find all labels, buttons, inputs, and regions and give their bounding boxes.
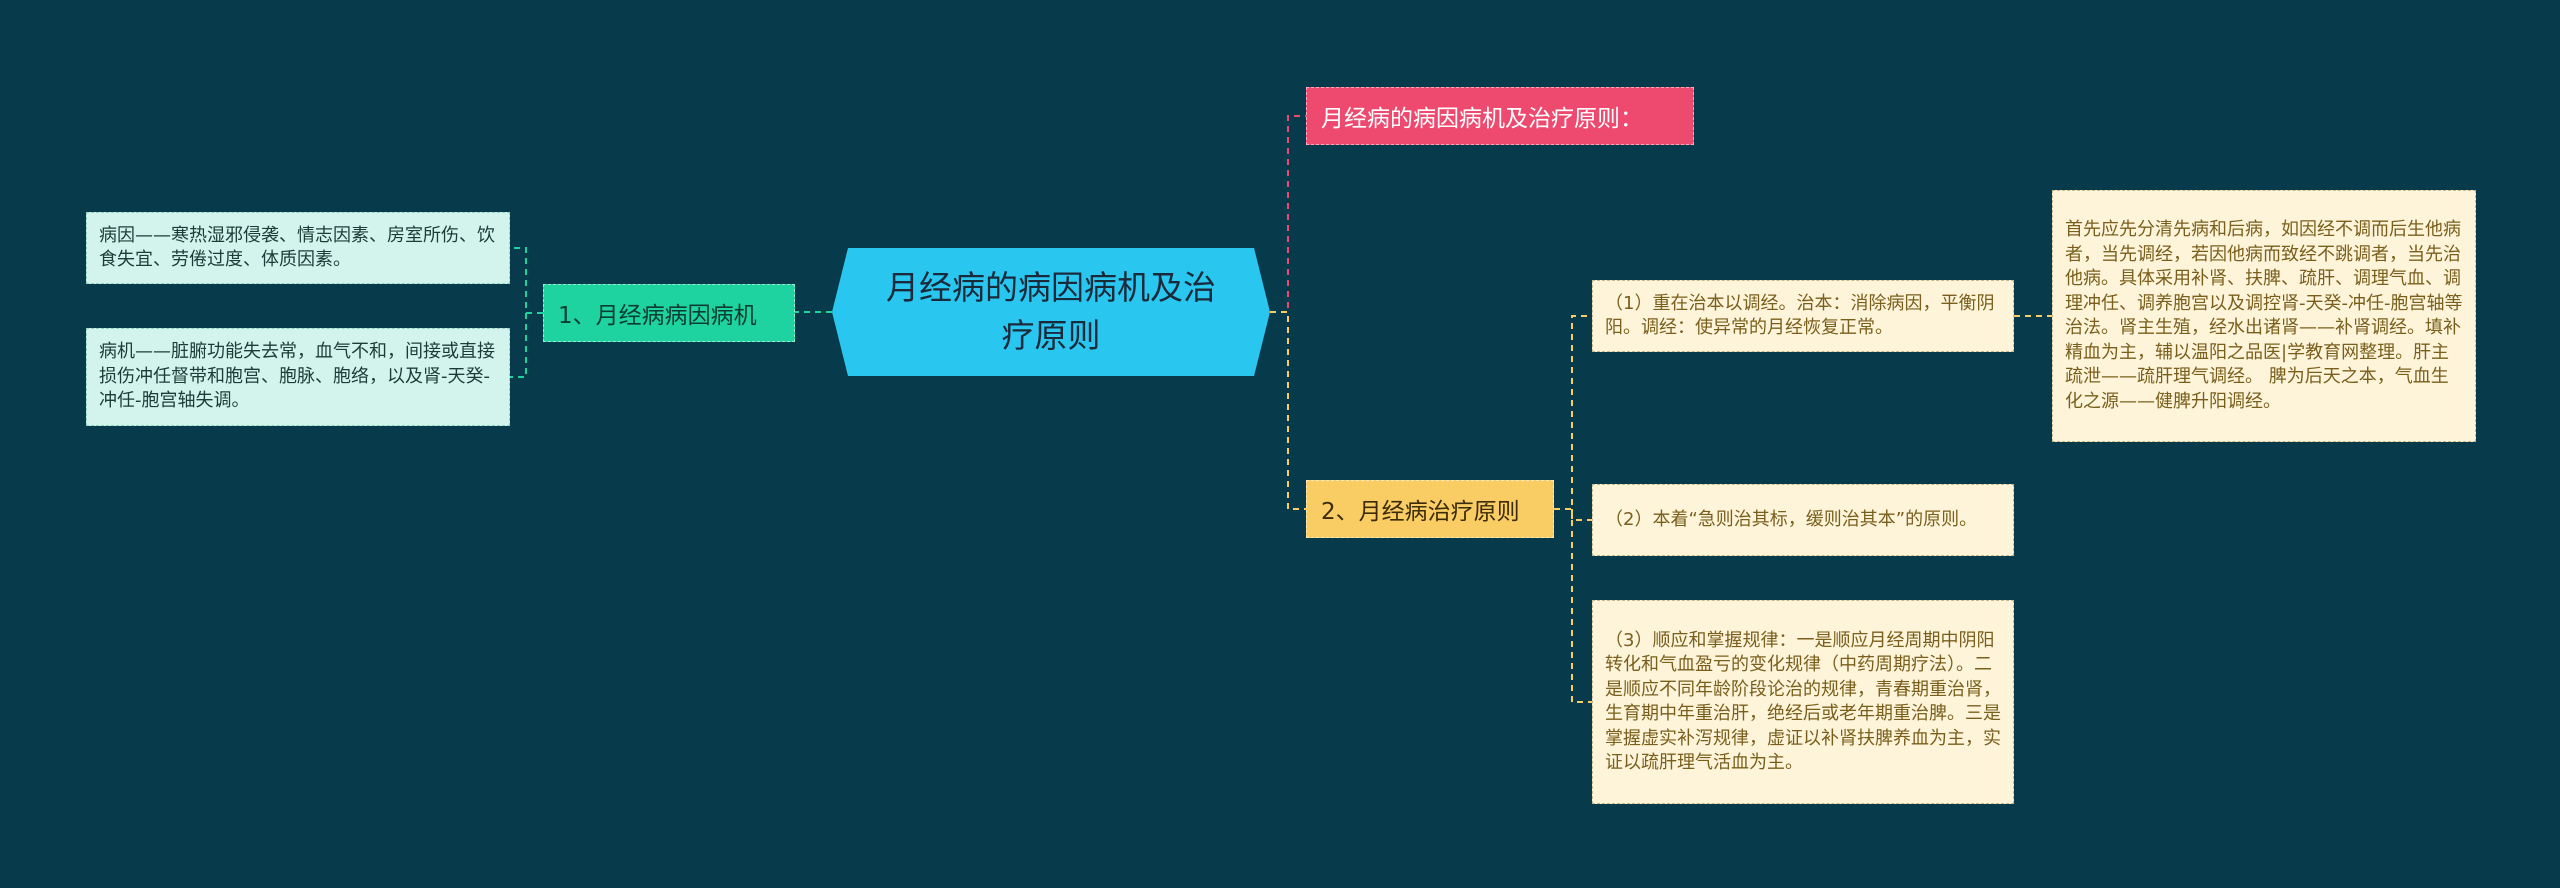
branch-treatment[interactable]: 2、月经病治疗原则 — [1306, 480, 1554, 538]
leaf-treatment-1[interactable]: （1）重在治本以调经。治本：消除病因，平衡阴阳。调经：使异常的月经恢复正常。 — [1592, 280, 2014, 352]
leaf-cause-etiology[interactable]: 病因——寒热湿邪侵袭、情志因素、房室所伤、饮食失宜、劳倦过度、体质因素。 — [86, 212, 510, 284]
leaf-treatment-3[interactable]: （3）顺应和掌握规律：一是顺应月经周期中阴阳转化和气血盈亏的变化规律（中药周期疗… — [1592, 600, 2014, 804]
leaf-text: （3）顺应和掌握规律：一是顺应月经周期中阴阳转化和气血盈亏的变化规律（中药周期疗… — [1605, 629, 2001, 774]
link-cause-leaf2 — [510, 313, 527, 378]
leaf-treatment-2[interactable]: （2）本着“急则治其标，缓则治其本”的原则。 — [1592, 484, 2014, 556]
branch-cause-label: 1、月经病病因病机 — [558, 303, 757, 329]
branch-title[interactable]: 月经病的病因病机及治疗原则： — [1306, 87, 1694, 145]
leaf-text: 首先应先分清先病和后病，如因经不调而后生他病者，当先调经，若因他病而致经不跳调者… — [2065, 219, 2463, 412]
root-topic[interactable]: 月经病的病因病机及治疗原则 — [832, 248, 1270, 376]
root-label: 月经病的病因病机及治疗原则 — [886, 268, 1216, 355]
leaf-text: 病因——寒热湿邪侵袭、情志因素、房室所伤、饮食失宜、劳倦过度、体质因素。 — [99, 224, 495, 271]
leaf-text: （1）重在治本以调经。治本：消除病因，平衡阴阳。调经：使异常的月经恢复正常。 — [1605, 292, 1995, 339]
link-treatment-leaf3 — [1571, 509, 1592, 703]
link-cause-leaf1 — [510, 247, 543, 314]
link-root-treatment — [1270, 311, 1306, 510]
link-treatment-leaf1 — [1554, 315, 1592, 510]
leaf-cause-pathogenesis[interactable]: 病机——脏腑功能失去常，血气不和，间接或直接损伤冲任督带和胞宫、胞脉、胞络，以及… — [86, 328, 510, 426]
branch-cause[interactable]: 1、月经病病因病机 — [543, 284, 795, 342]
root-hexagon-shape — [832, 248, 1270, 376]
leaf-text: 病机——脏腑功能失去常，血气不和，间接或直接损伤冲任督带和胞宫、胞脉、胞络，以及… — [99, 341, 495, 412]
branch-treatment-label: 2、月经病治疗原则 — [1321, 499, 1520, 525]
leaf-treatment-detail[interactable]: 首先应先分清先病和后病，如因经不调而后生他病者，当先调经，若因他病而致经不跳调者… — [2052, 190, 2476, 442]
link-root-title — [1270, 115, 1306, 313]
leaf-text: （2）本着“急则治其标，缓则治其本”的原则。 — [1605, 508, 1978, 530]
branch-title-label: 月经病的病因病机及治疗原则： — [1321, 106, 1643, 132]
